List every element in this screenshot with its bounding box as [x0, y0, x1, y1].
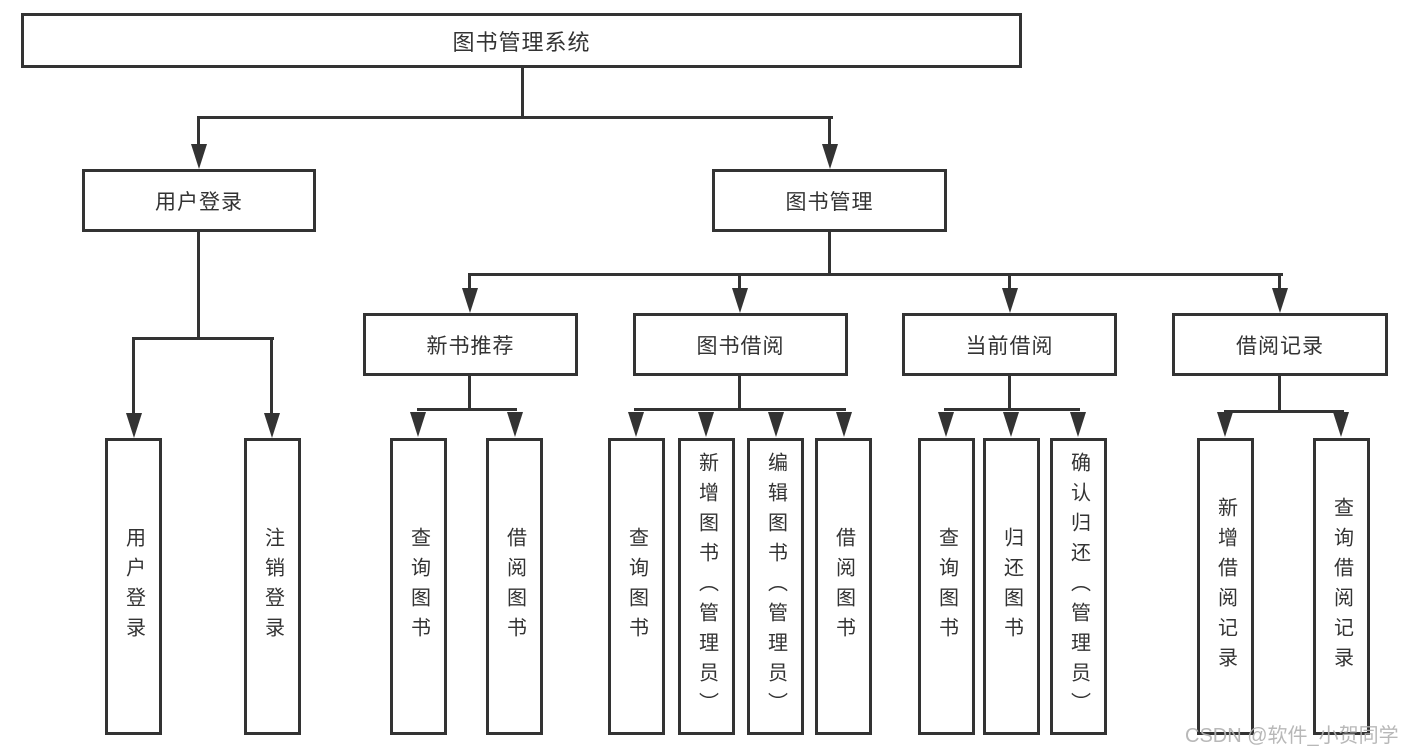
leaf-newbook-borrow: 借阅图书: [486, 438, 543, 735]
node-book-borrow-label: 图书借阅: [696, 334, 785, 358]
arrowhead-borrow-leaf1: [628, 412, 644, 437]
node-borrow-records-label: 借阅记录: [1236, 334, 1324, 358]
leaf-borrow-edit-label: 编辑图书（管理员）: [764, 451, 787, 722]
leaf-records-add: 新增借阅记录: [1197, 438, 1254, 735]
connector-current-vline: [1008, 376, 1011, 411]
node-new-book-recommend: 新书推荐: [363, 313, 578, 376]
arrowhead-book-mgmt: [822, 144, 838, 169]
connector-stem-book-mgmt: [828, 116, 831, 146]
leaf-borrow-add-label: 新增图书（管理员）: [695, 451, 718, 722]
arrowhead-borrow-leaf4: [836, 412, 852, 437]
leaf-records-query-label: 查询借阅记录: [1330, 496, 1353, 677]
leaf-borrow-query: 查询图书: [608, 438, 665, 735]
leaf-user-login: 用户登录: [105, 438, 162, 735]
leaf-logout-label: 注销登录: [261, 526, 284, 647]
node-root-label: 图书管理系统: [452, 29, 591, 55]
watermark: CSDN @软件_小贺同学: [1185, 725, 1399, 747]
connector-stem-user-login: [197, 116, 200, 146]
node-book-management-label: 图书管理: [785, 190, 874, 214]
node-root: 图书管理系统: [21, 13, 1022, 68]
node-book-borrow: 图书借阅: [633, 313, 848, 376]
leaf-newbook-query-label: 查询图书: [407, 526, 430, 647]
arrowhead-current-leaf3: [1070, 412, 1086, 437]
leaf-logout: 注销登录: [244, 438, 301, 735]
connector-userlogin-vline: [197, 232, 200, 340]
connector-stem-records: [1278, 273, 1281, 290]
arrowhead-newbook-leaf2: [507, 412, 523, 437]
connector-newbook-hline: [417, 408, 517, 411]
node-new-book-recommend-label: 新书推荐: [426, 334, 515, 358]
leaf-current-query-label: 查询图书: [935, 526, 958, 647]
arrowhead-newbook: [462, 288, 478, 313]
arrowhead-current-leaf1: [938, 412, 954, 437]
arrowhead-records-leaf1: [1217, 412, 1233, 437]
connector-root-vline: [521, 68, 524, 119]
leaf-current-confirm-label: 确认归还（管理员）: [1067, 451, 1090, 722]
connector-userlogin-hline: [132, 337, 274, 340]
connector-newbook-vline: [468, 376, 471, 411]
leaf-borrow-query-label: 查询图书: [625, 526, 648, 647]
node-current-borrow-label: 当前借阅: [965, 334, 1054, 358]
node-user-login: 用户登录: [82, 169, 316, 232]
connector-records-hline: [1224, 410, 1344, 413]
leaf-current-return: 归还图书: [983, 438, 1040, 735]
connector-borrow-hline: [634, 408, 846, 411]
connector-level2-hline: [197, 116, 833, 119]
leaf-current-return-label: 归还图书: [1000, 526, 1023, 647]
connector-stem-borrow: [738, 273, 741, 290]
leaf-borrow-borrow-label: 借阅图书: [832, 526, 855, 647]
connector-stem-logout-leaf: [270, 337, 273, 415]
leaf-current-confirm: 确认归还（管理员）: [1050, 438, 1107, 735]
connector-stem-login-leaf: [132, 337, 135, 415]
node-user-login-label: 用户登录: [155, 190, 243, 214]
node-book-management: 图书管理: [712, 169, 947, 232]
arrowhead-borrow-leaf2: [698, 412, 714, 437]
connector-level3-hline: [468, 273, 1283, 276]
arrowhead-borrow-leaf3: [768, 412, 784, 437]
arrowhead-user-login: [191, 144, 207, 169]
leaf-user-login-label: 用户登录: [122, 526, 145, 647]
arrowhead-newbook-leaf1: [410, 412, 426, 437]
arrowhead-records: [1272, 288, 1288, 313]
leaf-records-add-label: 新增借阅记录: [1214, 496, 1237, 677]
leaf-newbook-query: 查询图书: [390, 438, 447, 735]
connector-stem-newbook: [468, 273, 471, 290]
leaf-records-query: 查询借阅记录: [1313, 438, 1370, 735]
leaf-current-query: 查询图书: [918, 438, 975, 735]
arrowhead-current: [1002, 288, 1018, 313]
leaf-borrow-edit: 编辑图书（管理员）: [747, 438, 804, 735]
arrowhead-login-leaf: [126, 413, 142, 438]
leaf-borrow-add: 新增图书（管理员）: [678, 438, 735, 735]
connector-borrow-vline: [738, 376, 741, 411]
leaf-newbook-borrow-label: 借阅图书: [503, 526, 526, 647]
arrowhead-current-leaf2: [1003, 412, 1019, 437]
arrowhead-records-leaf2: [1333, 412, 1349, 437]
connector-current-hline: [944, 408, 1080, 411]
connector-bookmgmt-vline: [828, 232, 831, 276]
leaf-borrow-borrow: 借阅图书: [815, 438, 872, 735]
arrowhead-logout-leaf: [264, 413, 280, 438]
connector-records-vline: [1278, 376, 1281, 413]
node-current-borrow: 当前借阅: [902, 313, 1117, 376]
connector-stem-current: [1008, 273, 1011, 290]
node-borrow-records: 借阅记录: [1172, 313, 1388, 376]
arrowhead-borrow: [732, 288, 748, 313]
